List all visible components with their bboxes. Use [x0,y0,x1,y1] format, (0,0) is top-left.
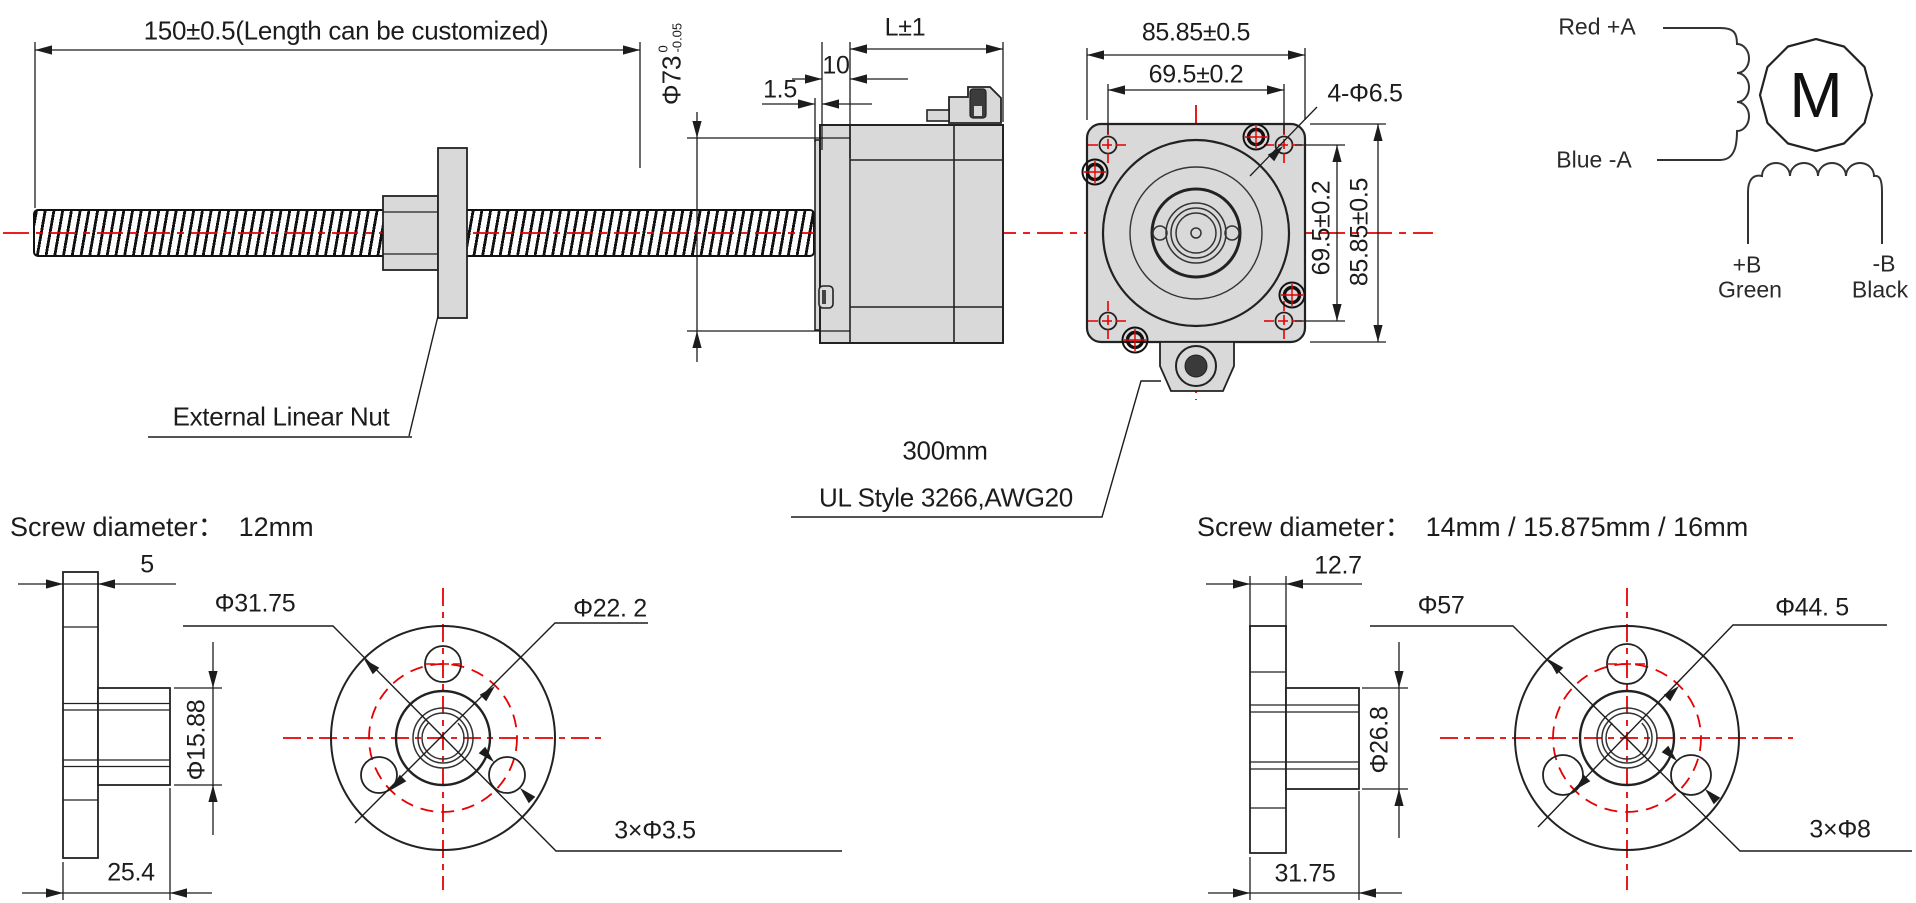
flange-12mm-side-view [62,571,171,859]
cable-note-leader [791,380,1161,518]
corner-screws [1081,123,1306,354]
large-flange-bolt-circle-dim: Φ44. 5 [1775,593,1849,622]
large-flange-length-dim: 31.75 [1274,859,1336,888]
top-dimension-lines [34,42,1004,362]
small-flange-hub-dia-dim: Φ15.88 [182,699,211,781]
lead-b-negative-color: Black [1851,276,1909,303]
motor-symbol-letter: M [1789,59,1843,131]
lead-a-positive-label: Red +A [1558,13,1636,40]
flange-thickness-dim: 10 [822,51,850,80]
overall-length-dim: 150±0.5(Length can be customized) [143,15,549,46]
heading-label: Screw diameter： [10,512,225,542]
cable-length-label: 300mm [902,435,988,466]
motor-front-view [791,122,1307,518]
external-linear-nut [148,147,468,438]
shaft-diameter-dim: Φ73 0 -0.05 [655,22,688,106]
linear-nut-label: External Linear Nut [172,401,390,432]
small-flange-holes-dim: 3×Φ3.5 [614,816,696,845]
shim-thickness-dim: 1.5 [763,75,797,104]
motor-slot-detail [818,285,834,309]
phase-a-coil [1657,27,1750,161]
front-dimension-lines [1086,48,1386,343]
small-flange-bolt-circle-dim: Φ22. 2 [573,594,647,623]
front-height-dim: 85.85±0.5 [1345,177,1374,287]
motor-side-view [814,86,1004,344]
shaft-diameter-value: Φ73 [656,55,687,106]
shaft-dia-tol-lower: -0.05 [669,22,684,53]
small-flange-thickness-dim: 5 [140,550,154,579]
front-width-dim: 85.85±0.5 [1141,18,1251,47]
wiring-diagram [1657,27,1883,244]
large-flange-outer-dia-dim: Φ57 [1417,591,1465,620]
small-flange-length-dim: 25.4 [107,858,155,887]
large-flange-thickness-dim: 12.7 [1314,551,1362,580]
screw-diameter-heading-small: Screw diameter： 12mm [10,505,314,544]
cable-connector [1159,341,1235,392]
motor-connector-side [926,86,1002,124]
motor-length-dim: L±1 [884,13,926,42]
cable-spec-label: UL Style 3266,AWG20 [819,482,1073,513]
heading-label: Screw diameter： [1197,512,1412,542]
front-hole-spacing-v-dim: 69.5±0.2 [1307,180,1336,276]
small-flange-outer-dia-dim: Φ31.75 [214,589,296,618]
flange-12mm-front-view [183,622,842,852]
lead-a-negative-label: Blue -A [1556,146,1632,173]
mounting-holes [1088,125,1304,341]
lead-b-negative-label: -B [1872,250,1896,277]
shaft-dia-tol-upper: 0 [655,45,671,53]
heading-value: 12mm [238,512,314,542]
lead-b-positive-label: +B [1732,251,1762,278]
flange-16mm-front-view [1370,624,1912,852]
motor-symbol-circle [1758,37,1874,153]
lead-b-positive-color: Green [1718,276,1782,303]
flange-16mm-side-view [1249,625,1360,854]
screw-diameter-heading-large: Screw diameter： 14mm / 15.875mm / 16mm [1197,505,1748,544]
large-flange-hub-dia-dim: Φ26.8 [1365,706,1394,774]
front-hole-spacing-dim: 69.5±0.2 [1148,60,1244,89]
heading-value: 14mm / 15.875mm / 16mm [1425,512,1749,542]
phase-b-coil [1747,162,1883,244]
large-flange-holes-dim: 3×Φ8 [1809,815,1871,844]
corner-holes-label: 4-Φ6.5 [1327,79,1403,108]
